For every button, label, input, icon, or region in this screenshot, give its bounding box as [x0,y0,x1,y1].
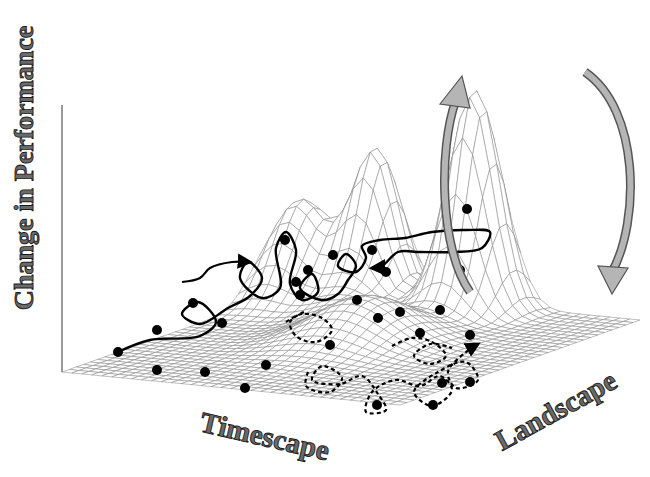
vertical-axis [61,105,62,372]
data-point [462,204,472,214]
axis-label: Timescape [198,407,333,465]
data-point [373,313,383,323]
data-point [240,383,250,393]
data-point [415,328,425,338]
curved-arrow-up [440,76,470,292]
axis-label: Change in Performance [10,26,38,311]
dashed-trajectory [392,338,452,364]
curved-arrow-down [585,72,630,294]
data-point [291,277,301,287]
data-point [188,298,198,308]
dashed-trajectory [286,312,332,342]
axis-label: Landscape [490,365,621,455]
data-point [280,235,290,245]
dashed-trajectory [305,344,478,413]
data-point [395,307,405,317]
mesh-cell [390,402,407,406]
solid-trajectory [182,262,250,282]
data-point [367,245,377,255]
solid-trajectory [118,230,490,352]
data-point [152,325,162,335]
data-point [381,267,391,277]
data-point [428,400,438,410]
data-points [113,204,475,410]
data-point [113,347,123,357]
data-point [465,377,475,387]
data-point [217,318,227,328]
data-point [437,378,447,388]
data-point [303,265,313,275]
data-point [295,290,305,300]
surface-mesh [62,91,640,405]
data-point [372,400,382,410]
data-point [261,360,271,370]
data-point [435,305,445,315]
data-point [152,365,162,375]
data-point [328,250,338,260]
data-point [465,330,475,340]
data-point [325,340,335,350]
data-point [352,295,362,305]
data-point [200,367,210,377]
